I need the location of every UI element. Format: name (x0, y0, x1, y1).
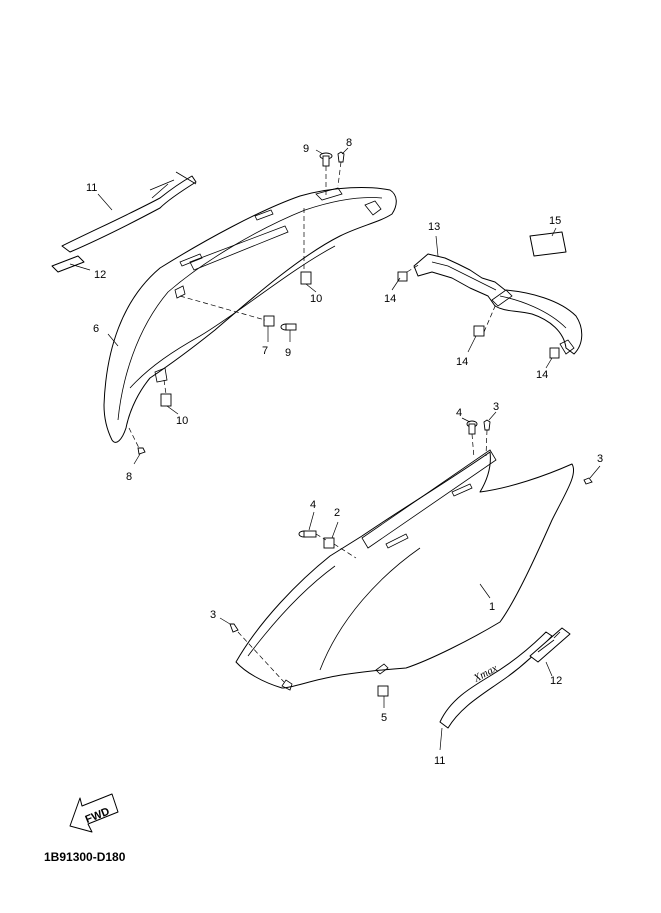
callout-5: 5 (381, 712, 387, 724)
clip-nut-icon (397, 271, 408, 282)
lower-side-cover-part-1 (235, 449, 575, 691)
clip-nut-icon (263, 315, 275, 327)
callout-12: 12 (94, 269, 106, 281)
callout-9: 9 (303, 143, 309, 155)
fwd-arrow-icon: FWD (69, 793, 119, 833)
screw-icon (483, 419, 491, 431)
clip-nut-icon (549, 347, 560, 359)
callout-9: 9 (285, 347, 291, 359)
callout-8: 8 (126, 471, 132, 483)
leader-lines (69, 147, 601, 751)
callout-4: 4 (310, 499, 316, 511)
upper-stripe-decal-part-12 (51, 255, 85, 273)
clip-nut-icon (323, 537, 335, 549)
screw-icon (137, 447, 146, 455)
callout-6: 6 (93, 323, 99, 335)
callout-3: 3 (597, 453, 603, 465)
callout-10: 10 (176, 415, 188, 427)
clip-nut-icon (473, 325, 485, 337)
alignment-lines (128, 161, 497, 683)
upper-emblem-part-11 (61, 171, 197, 253)
callout-10: 10 (310, 293, 322, 305)
callout-14: 14 (456, 356, 468, 368)
rear-cover-part-13 (413, 253, 583, 355)
hardware (137, 151, 593, 697)
callout-13: 13 (428, 221, 440, 233)
screw-icon (337, 151, 345, 163)
lower-stripe-decal-part-12 (529, 627, 571, 663)
screw-icon (280, 323, 297, 331)
callout-14: 14 (384, 293, 396, 305)
callout-8: 8 (346, 137, 352, 149)
callout-12: 12 (550, 675, 562, 687)
screw-icon (466, 420, 478, 435)
callout-3: 3 (210, 609, 216, 621)
callout-1: 1 (489, 601, 495, 613)
upper-side-cover-part-6 (103, 187, 397, 443)
clip-nut-icon (160, 393, 172, 407)
callout-labels: 9 8 11 12 10 6 7 9 10 8 13 15 14 14 14 4… (86, 137, 603, 767)
screw-icon (583, 477, 593, 485)
callout-14: 14 (536, 369, 548, 381)
callout-7: 7 (262, 345, 268, 357)
clip-nut-icon (377, 685, 389, 697)
callout-15: 15 (549, 215, 561, 227)
screw-icon (319, 152, 333, 167)
screw-icon (298, 530, 317, 538)
lower-emblem-part-11: Xmax (439, 631, 553, 729)
callout-3: 3 (493, 401, 499, 413)
callout-2: 2 (334, 507, 340, 519)
screw-icon (229, 623, 239, 633)
callout-11: 11 (434, 755, 445, 767)
clip-nut-icon (300, 271, 312, 285)
diagram-code: 1B91300-D180 (44, 850, 126, 864)
callout-4: 4 (456, 407, 462, 419)
label-part-15 (529, 231, 567, 257)
callout-11: 11 (86, 182, 97, 194)
